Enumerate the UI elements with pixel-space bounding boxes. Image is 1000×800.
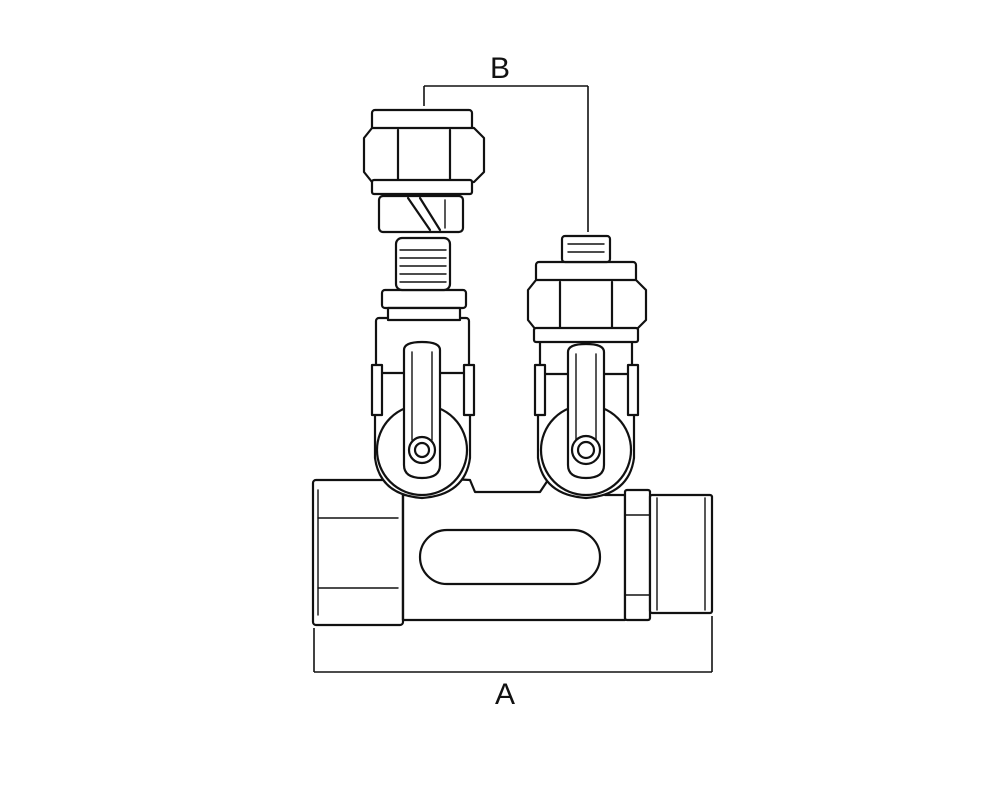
dimension-a-label: A xyxy=(495,678,515,711)
dimension-a: A xyxy=(313,616,713,711)
left-valve-screw xyxy=(407,435,437,465)
dimension-b: B xyxy=(423,52,589,232)
dimension-b-label: B xyxy=(490,52,510,85)
right-male-end xyxy=(648,493,714,615)
right-hex-nut xyxy=(526,278,648,332)
left-split-olive xyxy=(377,194,465,234)
left-hex-nut xyxy=(362,126,486,184)
right-valve-outlet xyxy=(526,234,648,500)
manifold-body xyxy=(311,476,714,627)
left-threaded-insert xyxy=(394,236,452,292)
left-female-end xyxy=(311,478,405,627)
right-valve-screw xyxy=(570,434,602,466)
right-pipe-stub xyxy=(560,234,612,264)
oval-recess xyxy=(418,528,602,586)
right-hex-collar xyxy=(623,488,652,622)
left-valve-outlet xyxy=(362,108,486,500)
left-olive-ring xyxy=(380,288,468,310)
